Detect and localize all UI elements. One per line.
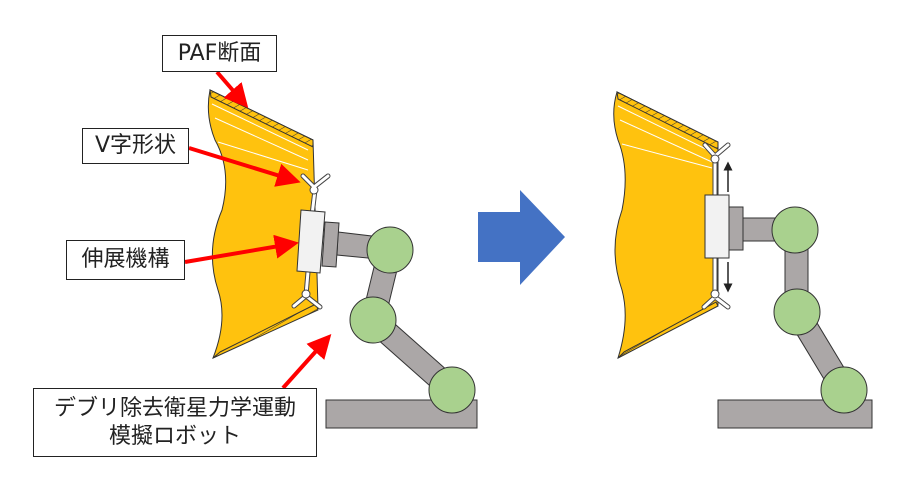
transition-arrow [478,190,565,285]
arrow-v-shape [188,146,301,187]
label-robot: デブリ除去衛星力学運動 模擬ロボット [33,388,317,457]
robot-joint [773,288,821,336]
arrow-robot [281,334,332,390]
label-robot-line1: デブリ除去衛星力学運動 [53,395,296,421]
paf-panel-right [613,91,719,360]
robot-joint [366,226,414,274]
robot-right [717,206,873,429]
extension-box [296,209,326,274]
extension-mechanism-right [701,142,733,310]
paf-bottom-hatch [212,303,319,359]
annotation-arrows [184,70,332,390]
extension-mechanism-left [291,173,331,310]
arrow-extension [184,234,299,264]
label-paf-section: PAF断面 [162,35,277,72]
label-v-shape: V字形状 [82,128,189,164]
robot-joint [820,366,868,414]
extension-box [704,194,730,259]
label-extension-mechanism: 伸展機構 [66,240,185,280]
label-robot-line2: 模擬ロボット [108,423,241,449]
robot-joint [428,366,476,414]
robot-left [321,221,478,429]
v-gripper-bottom [291,289,323,310]
arrow-paf [215,70,249,109]
robot-joint [349,296,397,344]
robot-joint [771,206,819,254]
